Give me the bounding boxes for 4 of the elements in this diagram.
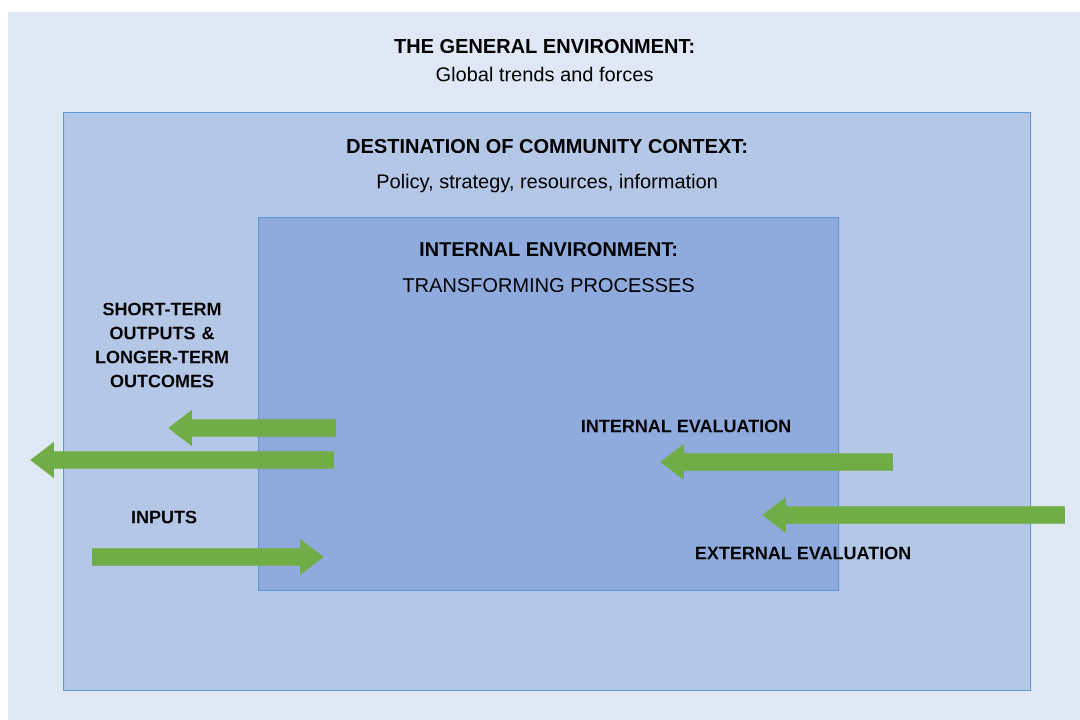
- arrow-caption: INTERNAL EVALUATION: [582, 419, 790, 433]
- arrow-caption: INPUTS: [132, 510, 197, 524]
- arrow-caption: SHORT-TERM OUTPUTS & LONGER-TERM OUTCOMES: [96, 302, 228, 388]
- arrow-caption: EXTERNAL EVALUATION: [696, 546, 910, 560]
